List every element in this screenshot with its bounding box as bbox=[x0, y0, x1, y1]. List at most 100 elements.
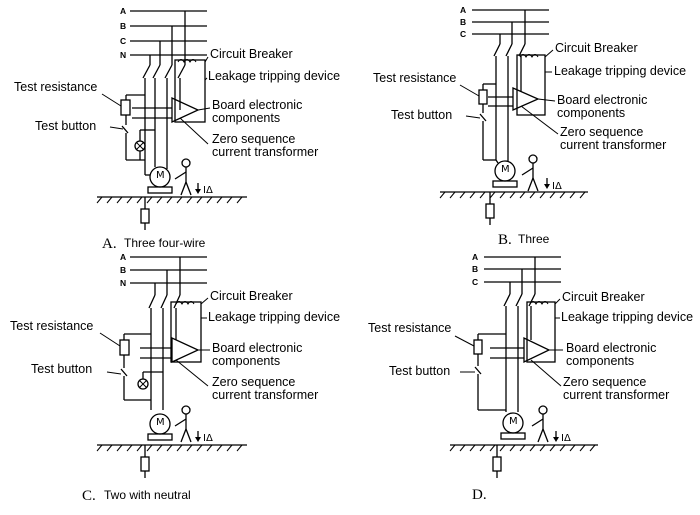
test-resistor bbox=[120, 99, 131, 116]
test-button-label: Test button bbox=[31, 362, 92, 376]
ground-resistor bbox=[140, 208, 150, 224]
breaker-contacts bbox=[148, 294, 181, 410]
zero-seq-label-line1: Zero sequence bbox=[212, 375, 295, 389]
phase-label-b: B bbox=[120, 21, 126, 31]
coil-symbol bbox=[529, 301, 549, 305]
phase-label-a: A bbox=[120, 252, 126, 262]
zero-seq-label-line1: Zero sequence bbox=[563, 375, 646, 389]
test-resistance-label: Test resistance bbox=[14, 80, 97, 94]
ground-line bbox=[449, 444, 598, 452]
leakage-current-label: IΔ bbox=[552, 181, 562, 192]
leakage-current-label: IΔ bbox=[203, 185, 213, 196]
coil-symbol bbox=[175, 301, 195, 305]
amplifier-symbol bbox=[171, 96, 200, 124]
amplifier-symbol bbox=[171, 336, 200, 364]
board-label-line2: components bbox=[212, 111, 280, 125]
board-label-line1: Board electronic bbox=[566, 341, 656, 355]
panel-b-letter: B. bbox=[498, 232, 512, 248]
leakage-current-label: IΔ bbox=[561, 433, 571, 444]
coil-symbol bbox=[519, 54, 539, 58]
zero-seq-label-line2: current transformer bbox=[212, 145, 318, 159]
phase-label-c: C bbox=[472, 277, 478, 287]
leakage-device-label: Leakage tripping device bbox=[208, 310, 340, 324]
leakage-device-box bbox=[174, 59, 206, 123]
circuit-breaker-label: Circuit Breaker bbox=[210, 47, 293, 61]
leakage-device-label: Leakage tripping device bbox=[561, 310, 693, 324]
person-icon bbox=[521, 154, 539, 192]
breaker-contacts bbox=[503, 293, 536, 412]
zero-seq-label-line2: current transformer bbox=[563, 388, 669, 402]
ground-line bbox=[96, 444, 247, 452]
board-label-line1: Board electronic bbox=[557, 93, 647, 107]
amplifier-symbol bbox=[512, 87, 540, 111]
phase-label-b: B bbox=[472, 264, 478, 274]
panel-a: A B C N bbox=[14, 6, 340, 252]
phase-label-n: N bbox=[120, 278, 126, 288]
test-resistance-label: Test resistance bbox=[10, 319, 93, 333]
board-label-line2: components bbox=[212, 354, 280, 368]
panel-c-letter: C. bbox=[82, 488, 96, 504]
person-icon bbox=[174, 405, 192, 443]
zero-seq-label-line2: current transformer bbox=[212, 388, 318, 402]
phase-label-c: C bbox=[120, 36, 126, 46]
leakage-device-label: Leakage tripping device bbox=[208, 69, 340, 83]
test-resistor bbox=[119, 339, 130, 356]
circuit-breaker-label: Circuit Breaker bbox=[562, 290, 645, 304]
motor-label: M bbox=[156, 170, 165, 181]
person-icon bbox=[531, 405, 549, 443]
motor-label: M bbox=[501, 164, 510, 175]
phase-label-n: N bbox=[120, 50, 126, 60]
panel-d-letter: D. bbox=[472, 487, 487, 503]
phase-label-b: B bbox=[120, 265, 126, 275]
phase-label-b: B bbox=[460, 17, 466, 27]
test-button-label: Test button bbox=[391, 108, 452, 122]
motor-label: M bbox=[156, 417, 165, 428]
zero-seq-label-line1: Zero sequence bbox=[212, 132, 295, 146]
test-resistance-label: Test resistance bbox=[368, 321, 451, 335]
ground-resistor bbox=[492, 456, 502, 472]
motor-label: M bbox=[509, 416, 518, 427]
panel-a-letter: A. bbox=[102, 236, 117, 252]
circuit-breaker-label: Circuit Breaker bbox=[555, 41, 638, 55]
zero-seq-label-line2: current transformer bbox=[560, 138, 666, 152]
breaker-contacts bbox=[493, 43, 526, 160]
test-resistor bbox=[473, 339, 483, 355]
board-label-line2: components bbox=[557, 106, 625, 120]
ground-line bbox=[96, 196, 247, 204]
test-button-label: Test button bbox=[35, 119, 96, 133]
test-button-label: Test button bbox=[389, 364, 450, 378]
person-icon bbox=[174, 158, 192, 196]
leakage-current-label: IΔ bbox=[203, 433, 213, 444]
bus-lines bbox=[472, 9, 549, 44]
breaker-contacts bbox=[142, 64, 186, 175]
phase-label-a: A bbox=[472, 252, 478, 262]
panel-c: A B N bbox=[10, 252, 340, 504]
panel-b: A B C M bbox=[373, 5, 686, 248]
test-resistance-label: Test resistance bbox=[373, 71, 456, 85]
lamp-icon bbox=[134, 140, 146, 152]
board-label-line1: Board electronic bbox=[212, 341, 302, 355]
panel-d: A B C M bbox=[368, 252, 693, 503]
board-label-line2: components bbox=[566, 354, 634, 368]
phase-label-a: A bbox=[120, 6, 126, 16]
test-resistor bbox=[478, 89, 488, 105]
bus-lines bbox=[130, 256, 207, 295]
ground-resistor bbox=[485, 203, 495, 219]
coil-symbol bbox=[177, 59, 197, 63]
panel-a-caption: Three four-wire bbox=[124, 236, 206, 250]
lamp-icon bbox=[137, 378, 149, 390]
phase-label-a: A bbox=[460, 5, 466, 15]
panel-c-caption: Two with neutral bbox=[104, 488, 191, 502]
bus-lines bbox=[130, 10, 207, 65]
phase-label-c: C bbox=[460, 29, 466, 39]
leakage-device-label: Leakage tripping device bbox=[554, 64, 686, 78]
board-label-line1: Board electronic bbox=[212, 98, 302, 112]
circuit-breaker-label: Circuit Breaker bbox=[210, 289, 293, 303]
ground-line bbox=[439, 191, 588, 199]
panel-b-caption: Three bbox=[518, 232, 550, 246]
amplifier-symbol bbox=[523, 336, 551, 364]
bus-lines bbox=[484, 256, 561, 294]
ground-resistor bbox=[140, 456, 150, 472]
zero-seq-label-line1: Zero sequence bbox=[560, 125, 643, 139]
